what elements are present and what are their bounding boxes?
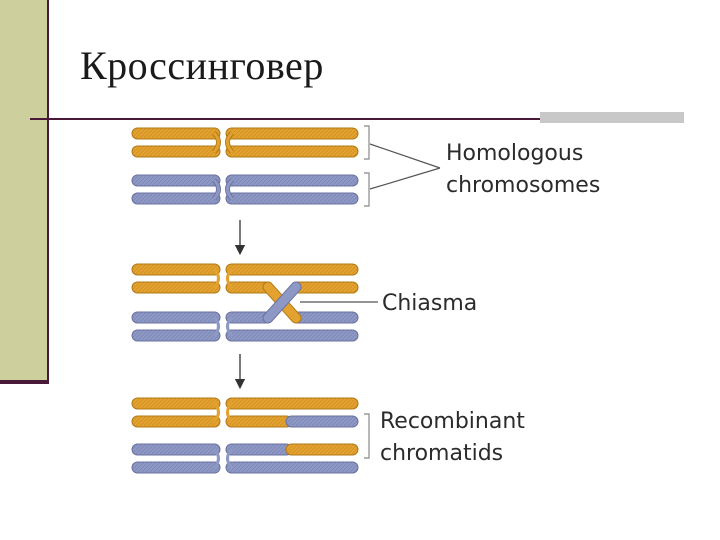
bracket-recombinant (364, 413, 370, 459)
slide-title: Кроссинговер (80, 43, 324, 88)
title-divider (30, 118, 684, 120)
label-recombinant-1: Recombinant (380, 409, 525, 434)
bracket-orange (364, 125, 370, 160)
crossing-over-diagram: Homologous chromosomes Chiasma (131, 125, 600, 474)
label-recombinant-2: chromatids (380, 441, 503, 466)
pointer-lines-homologous (369, 143, 441, 190)
bracket-blue (364, 172, 370, 207)
label-homologous-1: Homologous (446, 141, 583, 166)
chromosome-blue-1 (131, 174, 359, 205)
stage-chiasma: Chiasma (131, 263, 477, 342)
stage-homologous: Homologous chromosomes (131, 125, 600, 207)
left-band-underline (0, 380, 49, 384)
title-accent-block (540, 112, 684, 123)
stage-recombinant: Recombinant chromatids (131, 397, 525, 474)
label-homologous-2: chromosomes (446, 173, 600, 198)
left-decorative-band (0, 0, 49, 383)
label-chiasma: Chiasma (382, 291, 477, 316)
chromosome-orange-1 (131, 127, 359, 158)
